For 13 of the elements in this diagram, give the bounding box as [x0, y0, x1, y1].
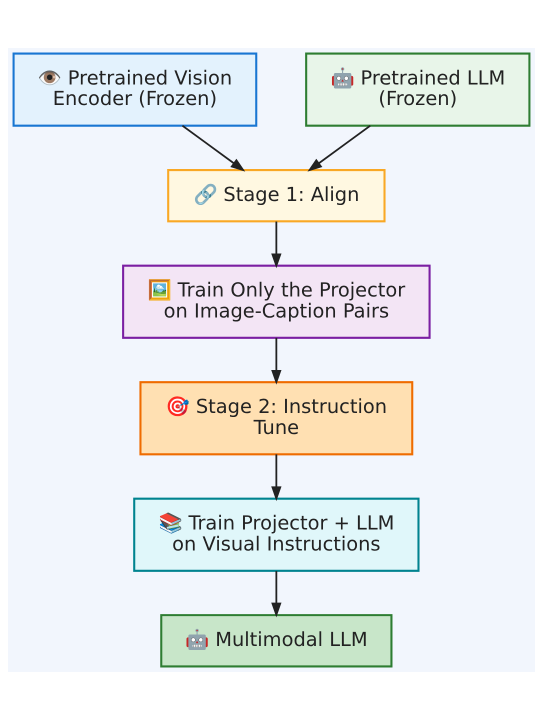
- arrow: [271, 222, 282, 268]
- node-box: 🖼 Train Only the Projector on Image-Caption Pairs: [122, 264, 431, 339]
- arrow: [271, 454, 282, 502]
- arrow: [307, 124, 371, 172]
- arrow: [182, 124, 246, 172]
- node-box: 📚 Train Projector + LLM on Visual Instructions: [133, 498, 420, 572]
- node-box: 🔗 Stage 1: Align: [167, 168, 386, 222]
- node-box: 🤖 Multimodal LLM: [160, 614, 392, 668]
- arrow: [271, 338, 282, 385]
- node-box: 👁 Pretrained Vision Encoder (Frozen): [12, 52, 258, 127]
- node-box: 🤖 Pretrained LLM (Frozen): [305, 52, 530, 127]
- arrow: [271, 571, 282, 618]
- node-box: 🎯 Stage 2: Instruction Tune: [139, 381, 414, 456]
